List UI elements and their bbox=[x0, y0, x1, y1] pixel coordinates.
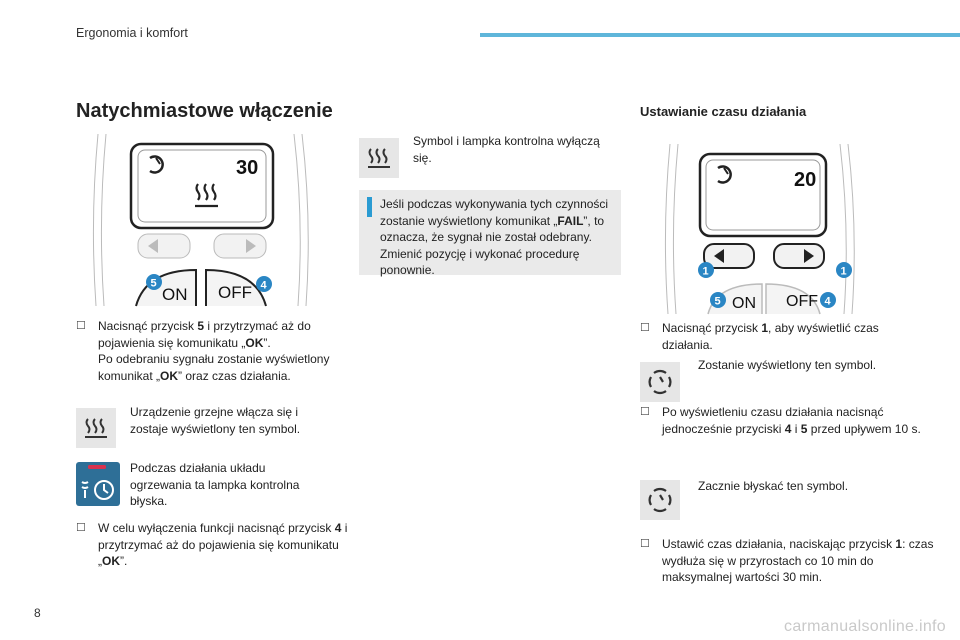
page-number: 8 bbox=[34, 606, 41, 620]
checkbox-bullet-icon: ☐ bbox=[76, 522, 86, 534]
header-accent-bar bbox=[480, 33, 960, 37]
marker-4: 4 bbox=[261, 280, 268, 292]
note-symbol-flashing: Zacznie błyskać ten symbol. bbox=[698, 479, 849, 493]
display-number: 30 bbox=[236, 157, 258, 179]
info-box bbox=[359, 190, 621, 275]
marker-4: 4 bbox=[825, 296, 832, 308]
note-lamp-flashing: Podczas działania układu ogrzewania ta l… bbox=[130, 461, 300, 508]
watermark: carmanualsonline.info bbox=[784, 618, 946, 635]
remote-illustration-instant: 30 ON OFF 5 4 bbox=[92, 133, 309, 307]
timer-icon bbox=[648, 369, 672, 395]
timer-symbol-box-flashing bbox=[640, 480, 680, 520]
on-button-label: ON bbox=[162, 285, 188, 304]
timer-flashing-icon bbox=[648, 487, 672, 513]
off-button-label: OFF bbox=[218, 283, 252, 302]
section-heading: Ustawianie czasu działania bbox=[640, 104, 807, 119]
list-item: ☐ W celu wyłączenia funkcji nacisnąć prz… bbox=[76, 521, 348, 568]
list-item: ☐ Nacisnąć przycisk 1, aby wyświetlić cz… bbox=[640, 321, 879, 352]
timer-symbol-box bbox=[640, 362, 680, 402]
info-icon bbox=[367, 197, 372, 217]
heater-symbol-box bbox=[76, 408, 116, 448]
heater-symbol-box-middle bbox=[359, 138, 399, 178]
note-symbol-shown: Zostanie wyświetlony ten symbol. bbox=[698, 358, 877, 372]
note-symbol-off: Symbol i lampka kontrolna wyłączą się. bbox=[413, 134, 600, 165]
timer-symbol-icon bbox=[149, 155, 164, 174]
list-item: ☐ Po wyświetleniu czasu działania nacisn… bbox=[640, 405, 921, 436]
display-number: 20 bbox=[794, 169, 816, 191]
heater-icon bbox=[368, 148, 390, 168]
checkbox-bullet-icon: ☐ bbox=[640, 322, 650, 334]
on-button-label: ON bbox=[732, 295, 756, 312]
list-item: ☐ Ustawić czas działania, naciskając prz… bbox=[640, 537, 934, 584]
marker-5: 5 bbox=[715, 296, 721, 308]
list-item: ☐ Nacisnąć przycisk 5 i przytrzymać aż d… bbox=[76, 319, 330, 383]
heater-symbol-icon bbox=[195, 183, 218, 208]
heater-icon bbox=[85, 418, 107, 438]
warning-lamp-box bbox=[76, 462, 120, 506]
timer-symbol-icon bbox=[717, 165, 732, 184]
remote-illustration-timer: 20 1 1 ON OFF 5 4 bbox=[664, 143, 855, 315]
page-title: Natychmiastowe włączenie bbox=[76, 100, 333, 122]
checkbox-bullet-icon: ☐ bbox=[640, 406, 650, 418]
off-button-label: OFF bbox=[786, 293, 818, 310]
marker-1-right: 1 bbox=[841, 266, 847, 278]
info-text: Jeśli podczas wykonywania tych czynności… bbox=[380, 197, 609, 277]
heating-timer-lamp-icon bbox=[81, 465, 114, 500]
checkbox-bullet-icon: ☐ bbox=[76, 320, 86, 332]
marker-1-left: 1 bbox=[703, 266, 709, 278]
section-title: Ergonomia i komfort bbox=[76, 26, 188, 40]
note-heater-on: Urządzenie grzejne włącza się i zostaje … bbox=[130, 405, 301, 436]
marker-5: 5 bbox=[151, 278, 157, 290]
checkbox-bullet-icon: ☐ bbox=[640, 538, 650, 550]
